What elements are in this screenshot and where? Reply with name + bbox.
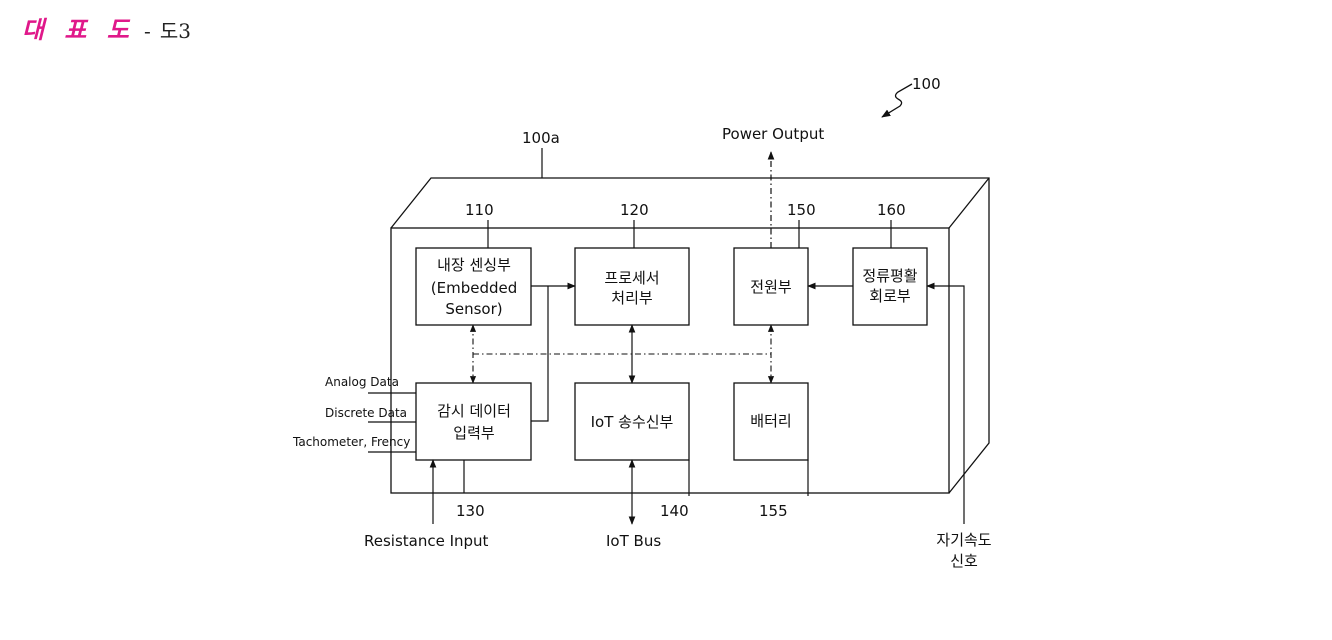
- power-unit-text: 전원부: [750, 278, 792, 296]
- processor-text-1: 프로세서: [604, 269, 659, 287]
- ref-label-100a: 100a: [522, 129, 560, 147]
- ref-leader-100: [882, 84, 912, 117]
- ref-label-155: 155: [759, 502, 788, 520]
- monitor-input-block: [416, 383, 531, 460]
- ref-label-130: 130: [456, 502, 485, 520]
- ref-label-160: 160: [877, 201, 906, 219]
- magnetic-signal-label-2: 신호: [950, 552, 978, 570]
- ref-label-110: 110: [465, 201, 494, 219]
- ref-label-100: 100: [912, 75, 941, 93]
- battery-text: 배터리: [750, 412, 791, 430]
- power-output-label: Power Output: [722, 125, 824, 143]
- iot-text: IoT 송수신부: [591, 413, 674, 431]
- processor-text-2: 처리부: [611, 289, 653, 307]
- rectifier-text-1: 정류평활: [862, 267, 917, 285]
- magnetic-signal-label-1: 자기속도: [936, 531, 991, 549]
- analog-data-label: Analog Data: [325, 375, 399, 389]
- ref-label-120: 120: [620, 201, 649, 219]
- sensor-text-2: (Embedded: [431, 279, 517, 297]
- sensor-text-1: 내장 센싱부: [437, 256, 511, 274]
- resistance-input-label: Resistance Input: [364, 532, 489, 550]
- discrete-data-label: Discrete Data: [325, 406, 407, 420]
- rectifier-text-2: 회로부: [869, 287, 911, 305]
- ref-label-150: 150: [787, 201, 816, 219]
- iot-bus-label: IoT Bus: [606, 532, 661, 550]
- ref-label-140: 140: [660, 502, 689, 520]
- magnetic-signal-line: [927, 286, 964, 524]
- tachometer-label: Tachometer, Frency: [292, 435, 410, 449]
- monitor-text-1: 감시 데이터: [437, 402, 511, 420]
- monitor-text-2: 입력부: [453, 424, 495, 442]
- sensor-text-3: Sensor): [445, 300, 502, 318]
